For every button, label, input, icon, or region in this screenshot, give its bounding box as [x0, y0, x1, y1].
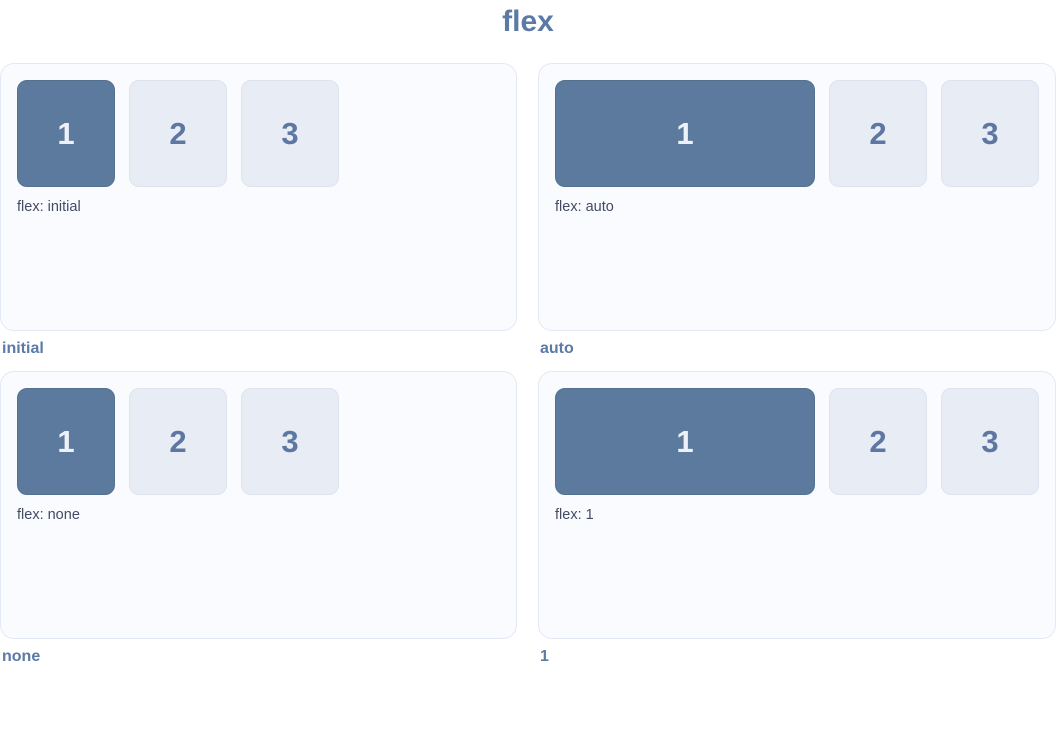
flex-item-3: 3	[941, 80, 1039, 187]
demo-panel-initial: 1 2 3 flex: initial	[0, 63, 517, 331]
flex-caption-auto: flex: auto	[555, 199, 614, 215]
flex-item-1: 1	[555, 80, 815, 187]
demo-label-auto: auto	[540, 340, 574, 357]
flex-container-initial: 1 2 3	[17, 80, 500, 187]
demo-grid: 1 2 3 flex: initial initial 1 2 3 flex: …	[0, 63, 1056, 666]
demo-panel-auto: 1 2 3 flex: auto	[538, 63, 1056, 331]
flex-container-none: 1 2 3	[17, 388, 500, 495]
demo-auto: 1 2 3 flex: auto auto	[538, 63, 1056, 358]
demo-initial: 1 2 3 flex: initial initial	[0, 63, 517, 358]
flex-item-2: 2	[129, 388, 227, 495]
flex-container-1: 1 2 3	[555, 388, 1039, 495]
flex-caption-initial: flex: initial	[17, 199, 81, 215]
flex-item-1: 1	[555, 388, 815, 495]
demo-none: 1 2 3 flex: none none	[0, 371, 517, 666]
flex-caption-1: flex: 1	[555, 507, 594, 523]
flex-item-1: 1	[17, 388, 115, 495]
page-title: flex	[502, 5, 554, 38]
flex-item-3: 3	[241, 80, 339, 187]
flex-item-2: 2	[129, 80, 227, 187]
demo-label-none: none	[2, 648, 41, 665]
demo-panel-1: 1 2 3 flex: 1	[538, 371, 1056, 639]
demo-label-1: 1	[540, 648, 549, 665]
demo-label-initial: initial	[2, 340, 44, 357]
flex-item-1: 1	[17, 80, 115, 187]
demo-1: 1 2 3 flex: 1 1	[538, 371, 1056, 666]
demo-panel-none: 1 2 3 flex: none	[0, 371, 517, 639]
flex-container-auto: 1 2 3	[555, 80, 1039, 187]
flex-caption-none: flex: none	[17, 507, 80, 523]
flex-item-3: 3	[241, 388, 339, 495]
flex-item-3: 3	[941, 388, 1039, 495]
flex-item-2: 2	[829, 80, 927, 187]
flex-item-2: 2	[829, 388, 927, 495]
